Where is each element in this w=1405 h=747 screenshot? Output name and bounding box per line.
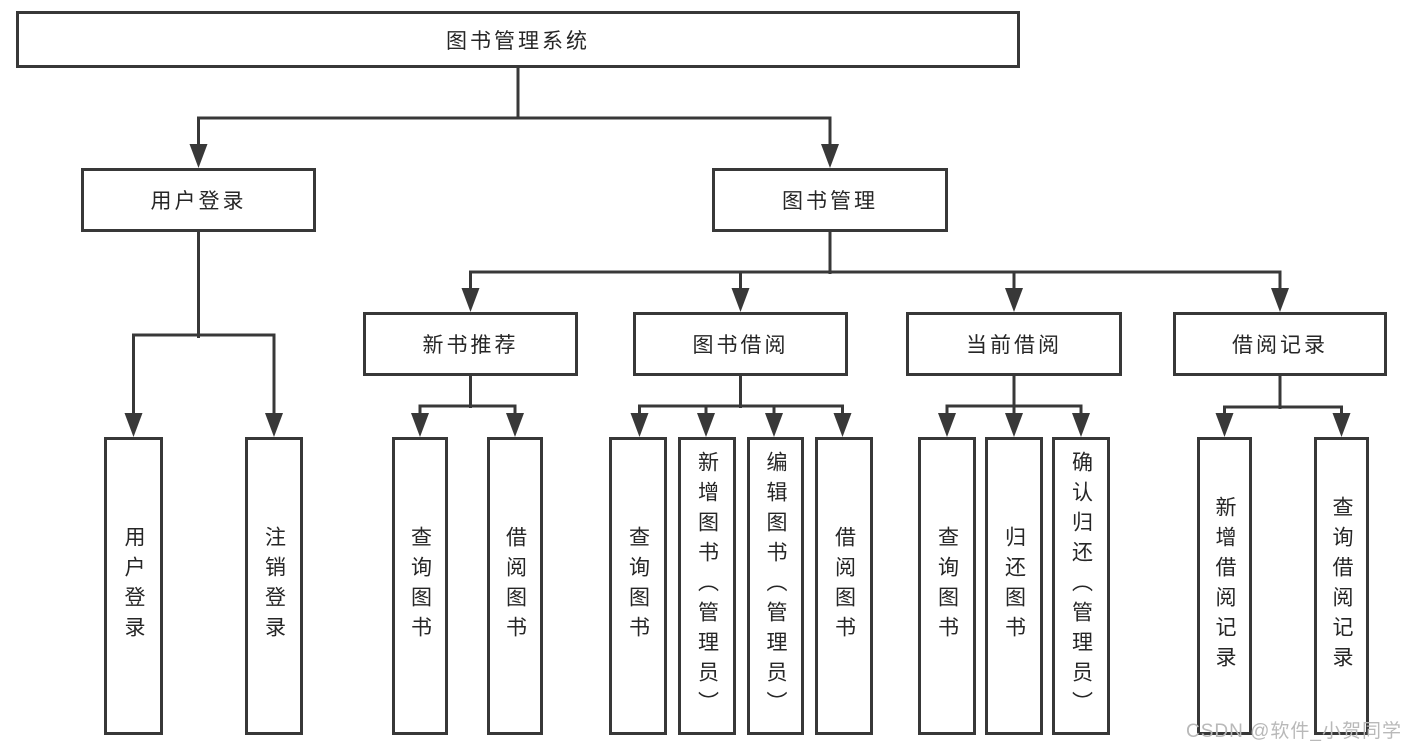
node-new-book-recommend-label: 新书推荐: [422, 334, 519, 357]
arrowhead-icon: [1332, 413, 1351, 437]
leaf-records-query-record: 查询借阅记录: [1314, 437, 1369, 735]
node-borrow-records-label: 借阅记录: [1232, 334, 1328, 357]
arrowhead-icon: [697, 413, 715, 437]
node-current-borrow: 当前借阅: [906, 312, 1122, 376]
arrowhead-icon: [1271, 288, 1289, 312]
node-book-management: 图书管理: [712, 168, 948, 232]
arrowhead-icon: [1005, 288, 1023, 312]
arrowhead-icon: [411, 413, 429, 437]
leaf-records-add-record: 新增借阅记录: [1197, 437, 1252, 735]
leaf-recommend-borrow-books: 借阅图书: [487, 437, 543, 735]
watermark: CSDN @软件_小贺同学: [1186, 721, 1402, 742]
leaf-borrow-borrow-books: 借阅图书: [815, 437, 873, 735]
leaf-borrow-query-books-label: 查询图书: [626, 526, 650, 646]
leaf-current-return-books: 归还图书: [985, 437, 1043, 735]
node-book-borrow: 图书借阅: [633, 312, 848, 376]
arrowhead-icon: [1005, 413, 1023, 437]
arrowhead-icon: [461, 288, 480, 312]
arrowhead-icon: [765, 413, 783, 437]
arrowhead-icon: [821, 144, 839, 168]
arrowhead-icon: [833, 413, 852, 437]
arrowhead-icon: [506, 413, 524, 437]
node-new-book-recommend: 新书推荐: [363, 312, 578, 376]
leaf-logout: 注销登录: [245, 437, 303, 735]
leaf-borrow-add-books-admin: 新增图书（管理员）: [678, 437, 736, 735]
leaf-recommend-query-books: 查询图书: [392, 437, 448, 735]
arrowhead-icon: [630, 413, 649, 437]
leaf-current-query-books-label: 查询图书: [935, 526, 959, 646]
node-user-login-label: 用户登录: [150, 190, 247, 213]
leaf-recommend-query-books-label: 查询图书: [408, 526, 432, 646]
node-book-management-label: 图书管理: [782, 190, 878, 213]
arrowhead-icon: [124, 413, 143, 437]
leaf-borrow-add-books-admin-label: 新增图书（管理员）: [695, 451, 719, 721]
leaf-borrow-edit-books-admin: 编辑图书（管理员）: [747, 437, 804, 735]
arrowhead-icon: [265, 413, 283, 437]
leaf-borrow-edit-books-admin-label: 编辑图书（管理员）: [764, 451, 787, 721]
node-user-login: 用户登录: [81, 168, 316, 232]
leaf-current-confirm-return-admin: 确认归还（管理员）: [1052, 437, 1110, 735]
leaf-current-query-books: 查询图书: [918, 437, 976, 735]
node-current-borrow-label: 当前借阅: [966, 334, 1062, 357]
leaf-logout-label: 注销登录: [262, 526, 286, 646]
arrowhead-icon: [1215, 413, 1234, 437]
leaf-records-query-record-label: 查询借阅记录: [1330, 496, 1353, 676]
node-book-borrow-label: 图书借阅: [692, 334, 789, 357]
node-root-label: 图书管理系统: [446, 29, 590, 53]
leaf-user-login: 用户登录: [104, 437, 163, 735]
leaf-current-return-books-label: 归还图书: [1002, 526, 1026, 646]
node-root: 图书管理系统: [16, 11, 1020, 68]
leaf-current-confirm-return-admin-label: 确认归还（管理员）: [1069, 451, 1093, 721]
leaf-borrow-query-books: 查询图书: [609, 437, 667, 735]
arrowhead-icon: [731, 288, 750, 312]
arrowhead-icon: [189, 144, 208, 168]
arrowhead-icon: [1072, 413, 1090, 437]
leaf-records-add-record-label: 新增借阅记录: [1213, 496, 1236, 676]
leaf-user-login-label: 用户登录: [122, 526, 145, 646]
leaf-borrow-borrow-books-label: 借阅图书: [832, 526, 856, 646]
arrowhead-icon: [938, 413, 956, 437]
node-borrow-records: 借阅记录: [1173, 312, 1387, 376]
leaf-recommend-borrow-books-label: 借阅图书: [503, 526, 527, 646]
